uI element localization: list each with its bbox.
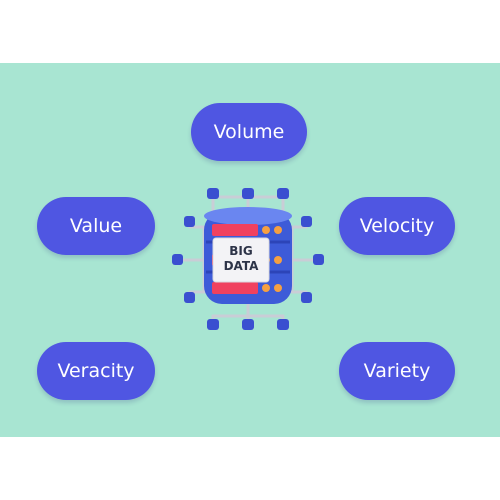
label-card: [212, 237, 270, 283]
veracity-pill: Veracity: [37, 342, 155, 400]
data-label: DATA: [224, 259, 260, 273]
variety-pill: Variety: [339, 342, 455, 400]
volume-pill: Volume: [191, 103, 307, 161]
velocity-pill: Velocity: [339, 197, 455, 255]
big-data-server-icon: BIG DATA: [172, 188, 324, 330]
network-node-dots: [172, 188, 324, 330]
value-pill: Value: [37, 197, 155, 255]
big-label: BIG: [229, 244, 252, 258]
